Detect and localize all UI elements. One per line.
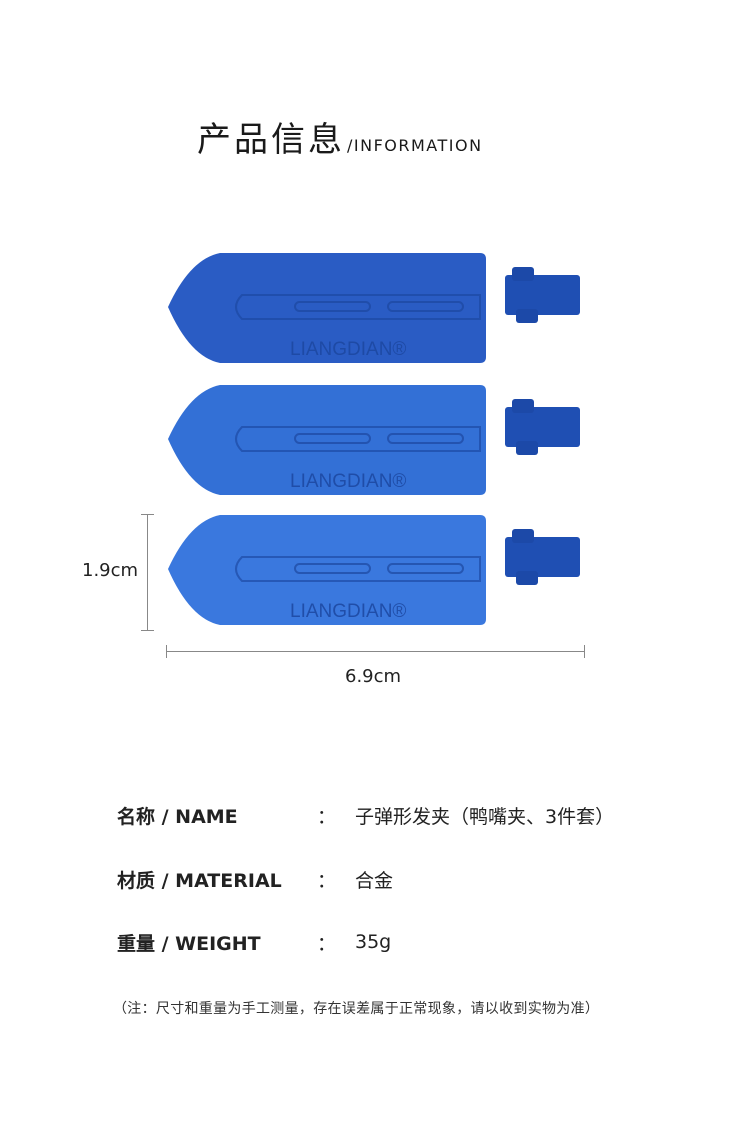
spec-value-material: 合金: [355, 869, 394, 892]
spec-row-material: 材质 / MATERIAL ： 合金: [117, 864, 393, 894]
product-image-hair-clips: LIANGDIAN® LIANGDIAN® LIANGDIAN®: [167, 252, 581, 626]
width-dimension-tick-right: [584, 645, 585, 658]
brand-mark-2: LIANGDIAN®: [290, 471, 406, 492]
measurement-note: （注：尺寸和重量为手工测量，存在误差属于正常现象，请以收到实物为准）: [113, 1001, 600, 1017]
height-dimension-tick-bottom: [141, 630, 154, 631]
hair-clip-1: LIANGDIAN®: [167, 252, 581, 364]
section-title-en: /INFORMATION: [347, 136, 483, 155]
spec-label-weight: 重量 / WEIGHT: [117, 932, 261, 955]
width-dimension-label: 6.9cm: [345, 666, 402, 687]
spec-colon-weight: ：: [317, 932, 337, 955]
height-dimension-line: [147, 514, 148, 631]
width-dimension-line: [166, 651, 585, 652]
hair-clip-3: LIANGDIAN®: [167, 514, 581, 626]
section-title-cn: 产品信息: [197, 120, 345, 160]
spec-value-name: 子弹形发夹（鸭嘴夹、3件套）: [355, 805, 615, 828]
spec-row-weight: 重量 / WEIGHT ： 35g: [117, 927, 391, 957]
brand-mark-3: LIANGDIAN®: [290, 601, 406, 622]
spec-value-weight: 35g: [355, 931, 392, 953]
spec-colon-name: ：: [317, 805, 337, 828]
spec-row-name: 名称 / NAME ： 子弹形发夹（鸭嘴夹、3件套）: [117, 800, 614, 830]
height-dimension-label: 1.9cm: [82, 560, 139, 581]
width-dimension-tick-left: [166, 645, 167, 658]
spec-label-name: 名称 / NAME: [117, 805, 238, 828]
hair-clip-2: LIANGDIAN®: [167, 384, 581, 496]
brand-mark-1: LIANGDIAN®: [290, 339, 406, 360]
height-dimension-tick-top: [141, 514, 154, 515]
spec-label-material: 材质 / MATERIAL: [117, 869, 282, 892]
section-title: 产品信息 /INFORMATION: [197, 112, 483, 161]
spec-colon-material: ：: [317, 869, 337, 892]
